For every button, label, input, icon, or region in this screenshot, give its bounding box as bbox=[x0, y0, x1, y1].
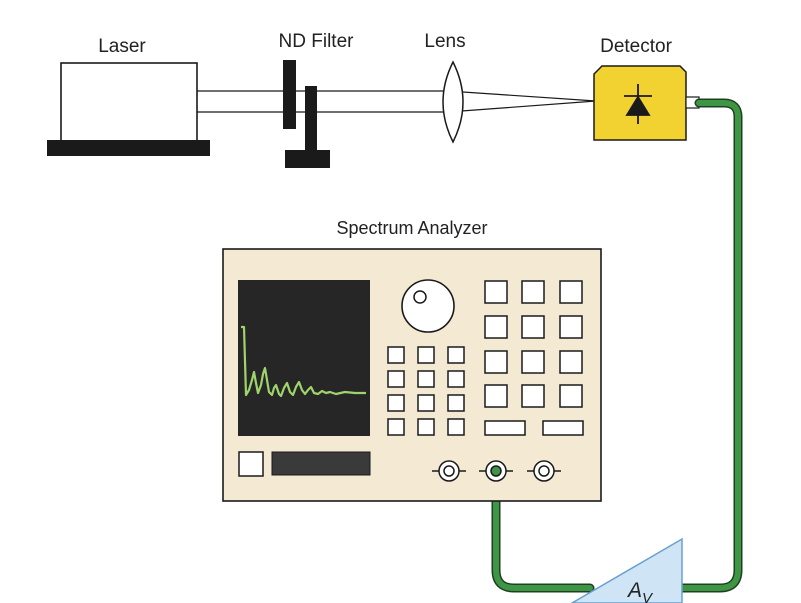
signal-cable bbox=[491, 98, 743, 593]
small-key[interactable] bbox=[417, 370, 435, 388]
large-key[interactable] bbox=[559, 315, 583, 339]
laser-base bbox=[47, 140, 210, 156]
bnc-connector-icon[interactable] bbox=[527, 460, 561, 482]
large-key[interactable] bbox=[484, 384, 508, 408]
large-key[interactable] bbox=[484, 315, 508, 339]
lens-shape bbox=[442, 60, 464, 144]
rotary-knob-icon[interactable] bbox=[401, 279, 455, 333]
small-key[interactable] bbox=[387, 394, 405, 412]
small-key[interactable] bbox=[447, 418, 465, 436]
small-key[interactable] bbox=[417, 394, 435, 412]
nd-filter-label: ND Filter bbox=[279, 31, 355, 52]
large-key[interactable] bbox=[484, 350, 508, 374]
bnc-connector-icon[interactable] bbox=[479, 460, 513, 482]
amplifier-triangle-icon: AV bbox=[570, 537, 683, 603]
lens-label: Lens bbox=[424, 31, 465, 52]
analyzer-display-strip bbox=[271, 451, 371, 476]
small-key[interactable] bbox=[387, 418, 405, 436]
spectrum-analyzer: Spectrum Analyzer bbox=[222, 218, 602, 502]
small-keypad bbox=[387, 346, 465, 436]
cable-detector-to-amplifier bbox=[661, 100, 741, 591]
large-key[interactable] bbox=[521, 315, 545, 339]
wide-key-left[interactable] bbox=[484, 420, 526, 436]
laser-beam bbox=[197, 90, 597, 113]
nd-filter-base bbox=[285, 150, 330, 168]
beam-converge-top bbox=[447, 90, 597, 102]
nd-filter-plate-1 bbox=[283, 60, 296, 129]
detector: Detector bbox=[593, 36, 700, 141]
laser-label: Laser bbox=[98, 36, 146, 57]
lens: Lens bbox=[424, 31, 466, 144]
photodiode-icon bbox=[624, 84, 652, 124]
laser-body bbox=[60, 62, 198, 142]
nd-filter: ND Filter bbox=[279, 31, 355, 168]
small-key[interactable] bbox=[447, 394, 465, 412]
bnc-connector-icon[interactable] bbox=[432, 460, 466, 482]
large-key[interactable] bbox=[559, 384, 583, 408]
large-key[interactable] bbox=[559, 280, 583, 304]
small-key[interactable] bbox=[417, 346, 435, 364]
cable-amplifier-to-analyzer bbox=[493, 474, 593, 591]
cable-detector-to-amplifier-outline bbox=[659, 98, 743, 593]
spectrum-trace bbox=[241, 325, 366, 398]
large-key[interactable] bbox=[521, 350, 545, 374]
small-key[interactable] bbox=[387, 370, 405, 388]
large-key[interactable] bbox=[484, 280, 508, 304]
amplifier-symbol: A bbox=[626, 579, 642, 602]
wide-key-right[interactable] bbox=[542, 420, 584, 436]
analyzer-power-button[interactable] bbox=[238, 451, 264, 477]
analyzer-screen bbox=[238, 280, 370, 436]
beam-converge-bottom bbox=[447, 100, 597, 113]
small-key[interactable] bbox=[447, 346, 465, 364]
large-key[interactable] bbox=[521, 280, 545, 304]
small-key[interactable] bbox=[447, 370, 465, 388]
detector-label: Detector bbox=[600, 36, 672, 57]
small-key[interactable] bbox=[387, 346, 405, 364]
small-key[interactable] bbox=[417, 418, 435, 436]
laser: Laser bbox=[47, 36, 210, 156]
large-keypad bbox=[484, 280, 584, 436]
amplifier-label: AV bbox=[626, 579, 654, 603]
nd-filter-plate-2 bbox=[305, 86, 317, 156]
amplifier-body bbox=[570, 537, 683, 603]
large-key[interactable] bbox=[559, 350, 583, 374]
amplifier-subscript: V bbox=[642, 590, 654, 603]
spectrum-analyzer-label: Spectrum Analyzer bbox=[336, 218, 487, 238]
large-key[interactable] bbox=[521, 384, 545, 408]
